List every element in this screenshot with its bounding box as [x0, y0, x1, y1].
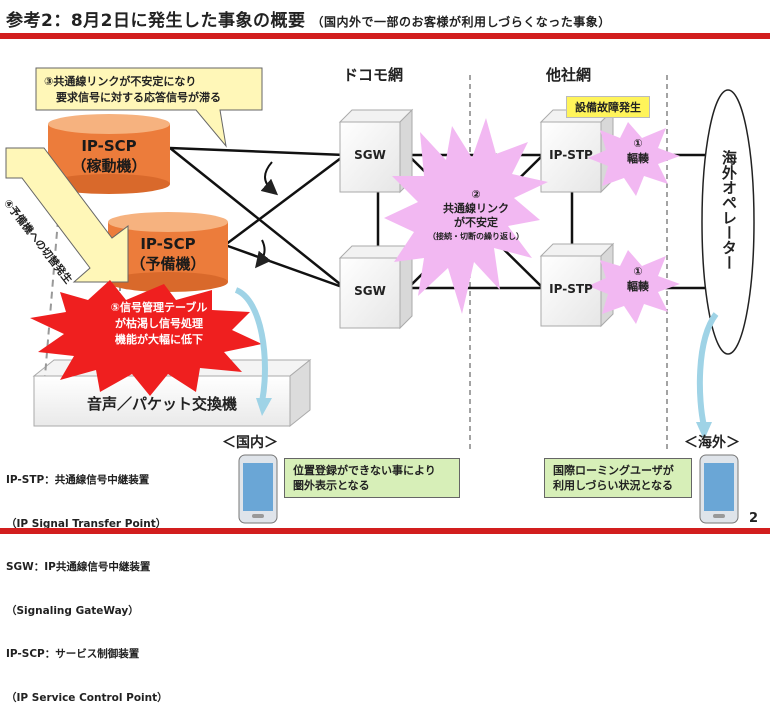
legend-line6: （IP Service Control Point） — [6, 691, 168, 704]
sgw-top-label: SGW — [354, 148, 386, 162]
legend-line4: （Signaling GateWay） — [6, 604, 139, 617]
callout-2-line1: 共通線リンク — [443, 202, 509, 215]
callout-2-line2: が不安定 — [454, 216, 498, 229]
other-network-label: 他社網 — [546, 66, 592, 84]
footer-rule — [0, 528, 770, 534]
callout-3-line2: 要求信号に対する応答信号が滞る — [56, 91, 221, 104]
switch-label: 音声／パケット交換機 — [86, 395, 237, 413]
stp-bottom-label: IP-STP — [549, 282, 593, 296]
callout-1-top-text: ① 輻輳 — [618, 136, 658, 166]
overseas-label: ＜海外＞ — [684, 435, 740, 451]
callout-1-top-number: ① — [633, 137, 643, 150]
callout-5-line1: ⑤信号管理テーブル — [110, 301, 208, 314]
callout-2-number: ② — [471, 188, 481, 201]
domestic-note: 位置登録ができない事により 圏外表示となる — [284, 458, 460, 498]
callout-5-line2: が枯渇し信号処理 — [115, 317, 203, 330]
callout-3 — [35, 67, 263, 148]
page-number: 2 — [748, 511, 758, 526]
callout-1-bottom-number: ① — [633, 265, 643, 278]
header-rule — [0, 33, 770, 39]
callout-1-top-label: 輻輳 — [627, 152, 649, 165]
callout-2-line3: （接続・切断の繰り返し） — [428, 232, 524, 241]
callout-4-arrow — [5, 147, 129, 283]
overseas-note: 国際ローミングユーザが 利用しづらい状況となる — [544, 458, 692, 498]
scp-standby-label: IP-SCP （予備機） — [108, 234, 228, 274]
scp-active-name: IP-SCP — [81, 137, 137, 155]
callout-5-line3: 機能が大幅に低下 — [115, 333, 203, 346]
equipment-failure-badge: 設備故障発生 — [566, 96, 650, 118]
overseas-operator-label: 海外オペレーター — [720, 150, 738, 270]
callout-5-text: ⑤信号管理テーブル が枯渇し信号処理 機能が大幅に低下 — [84, 300, 234, 348]
callout-1-top-burst — [588, 122, 680, 196]
docomo-network-label: ドコモ網 — [343, 66, 404, 84]
legend-line3: SGW：IP共通線信号中継装置 — [6, 561, 151, 573]
overseas-note-line1: 国際ローミングユーザが — [553, 464, 674, 477]
title-text: 参考2：8月2日に発生した事象の概要 — [6, 11, 306, 31]
domestic-label: ＜国内＞ — [222, 435, 278, 451]
callout-2-burst — [384, 118, 548, 314]
sgw-bottom-box — [338, 244, 414, 330]
overseas-operator-ellipse — [701, 89, 755, 355]
legend-line2: （IP Signal Transfer Point） — [6, 517, 167, 530]
callout-1-bottom-label: 輻輳 — [627, 280, 649, 293]
legend-line1: IP-STP：共通線信号中継装置 — [6, 474, 150, 486]
callout-2-text: ② 共通線リンク が不安定 （接続・切断の繰り返し） — [420, 188, 532, 244]
callout-1-bottom-text: ① 輻輳 — [618, 264, 658, 294]
overseas-note-line2: 利用しづらい状況となる — [553, 479, 674, 492]
scp-active-role: （稼動機） — [71, 157, 147, 175]
sgw-bottom-label: SGW — [354, 284, 386, 298]
scp-standby-name: IP-SCP — [140, 235, 196, 253]
scp-active-label: IP-SCP （稼動機） — [48, 136, 170, 176]
callout-1-bottom-burst — [588, 250, 680, 324]
page-title: 参考2：8月2日に発生した事象の概要 （国内外で一部のお客様が利用しづらくなった事… — [6, 6, 611, 31]
domestic-note-line1: 位置登録ができない事により — [293, 464, 436, 477]
title-subtitle: （国内外で一部のお客様が利用しづらくなった事象） — [311, 15, 611, 29]
domestic-phone-icon — [238, 454, 278, 524]
callout-5-burst — [30, 280, 262, 396]
scp-active-cylinder — [48, 114, 170, 194]
scp-standby-role: （予備機） — [130, 255, 206, 273]
domestic-note-line2: 圏外表示となる — [293, 479, 370, 492]
callout-3-text: ③共通線リンクが不安定になり 要求信号に対する応答信号が滞る — [44, 74, 221, 106]
legend: IP-STP：共通線信号中継装置 （IP Signal Transfer Poi… — [6, 444, 168, 720]
legend-line5: IP-SCP：サービス制御装置 — [6, 648, 140, 660]
network-diagram — [5, 67, 755, 524]
stp-top-label: IP-STP — [549, 148, 593, 162]
callout-3-line1: ③共通線リンクが不安定になり — [44, 75, 197, 88]
overseas-phone-icon — [699, 454, 739, 524]
